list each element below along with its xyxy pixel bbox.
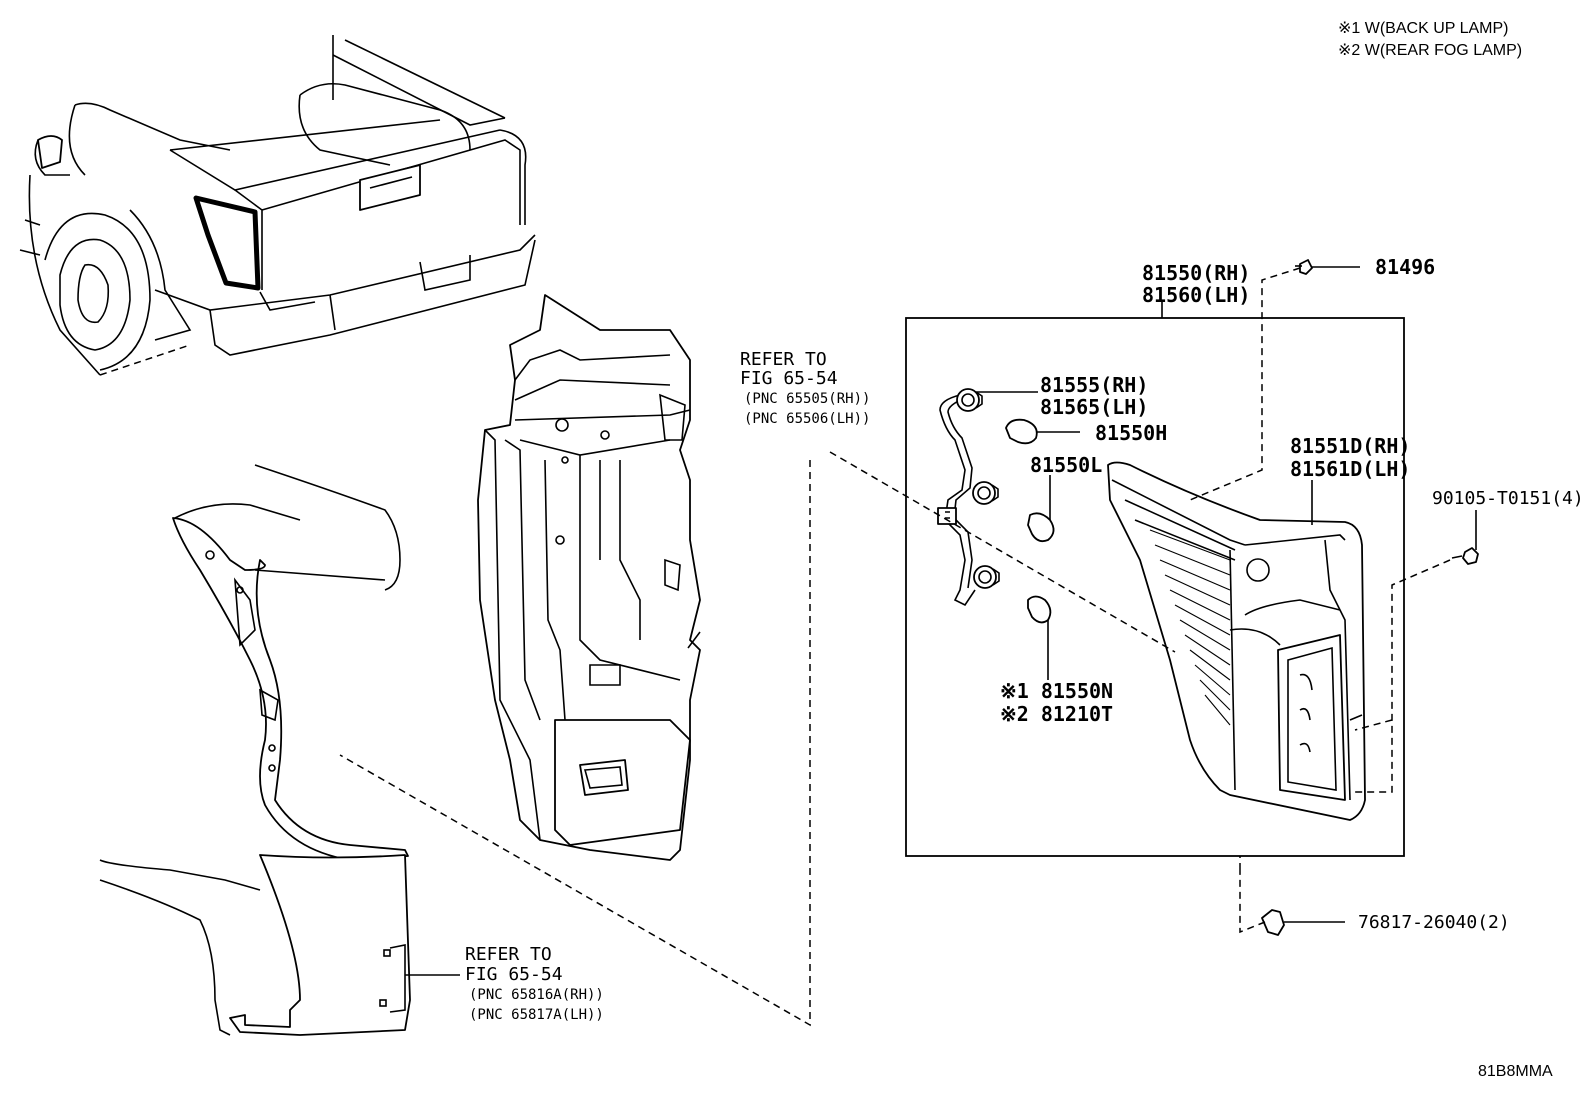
label-socket-rh: 81555(RH) [1040, 373, 1148, 397]
label-clip: 81496 [1375, 255, 1435, 279]
refer-lower-line1: REFER TO [465, 944, 552, 965]
leader-lines [405, 266, 1477, 976]
refer-upper-pnc-rh: (PNC 65505(RH)) [744, 391, 870, 407]
truck-overview-illustration [19, 35, 536, 376]
label-bulb-t: ※2 81210T [1000, 702, 1113, 726]
label-bulb-n: ※1 81550N [1000, 679, 1113, 703]
label-bulb-l: 81550L [1030, 453, 1102, 477]
refer-lower-line2: FIG 65-54 [465, 964, 563, 985]
rear-quarter-panel-illustration [99, 464, 411, 1036]
label-screw: 90105-T0151(4) [1432, 488, 1584, 509]
clip-81496-icon [1295, 259, 1313, 275]
screw-90105-icon [1451, 547, 1479, 565]
refer-upper-line2: FIG 65-54 [740, 368, 838, 389]
lamp-assembly-frame [905, 317, 1405, 857]
figure-code: 81B8MMA [1478, 1063, 1553, 1080]
socket-and-wire-assembly-illustration [937, 388, 1000, 607]
socket-81550n-icon [973, 565, 1000, 589]
note-rear-fog-lamp: ※2 W(REAR FOG LAMP) [1338, 42, 1522, 59]
note-back-up-lamp: ※1 W(BACK UP LAMP) [1338, 20, 1508, 37]
socket-81550l-icon [972, 481, 999, 505]
tail-lamp-lens-illustration [1107, 461, 1366, 821]
lamp-housing-body-panel-illustration [477, 294, 701, 861]
grommet-76817-icon [1261, 909, 1285, 936]
dashed-assembly-lines [339, 267, 1451, 1027]
label-lamp-assy-lh: 81560(LH) [1142, 283, 1250, 307]
bulb-81550n-icon [1027, 595, 1052, 624]
label-lens-lh: 81561D(LH) [1290, 457, 1410, 481]
refer-upper-line1: REFER TO [740, 349, 827, 370]
label-bulb-h: 81550H [1095, 421, 1167, 445]
label-lens-rh: 81551D(RH) [1290, 434, 1410, 458]
refer-lower-pnc-lh: (PNC 65817A(LH)) [469, 1007, 604, 1023]
label-grommet: 76817-26040(2) [1358, 912, 1510, 933]
socket-81555-icon [956, 388, 983, 412]
label-socket-lh: 81565(LH) [1040, 395, 1148, 419]
label-lamp-assy-rh: 81550(RH) [1142, 261, 1250, 285]
bulb-81550h-icon [1005, 418, 1038, 445]
refer-upper-pnc-lh: (PNC 65506(LH)) [744, 411, 870, 427]
refer-lower-pnc-rh: (PNC 65816A(RH)) [469, 987, 604, 1003]
bulb-81550l-icon [1027, 512, 1055, 543]
